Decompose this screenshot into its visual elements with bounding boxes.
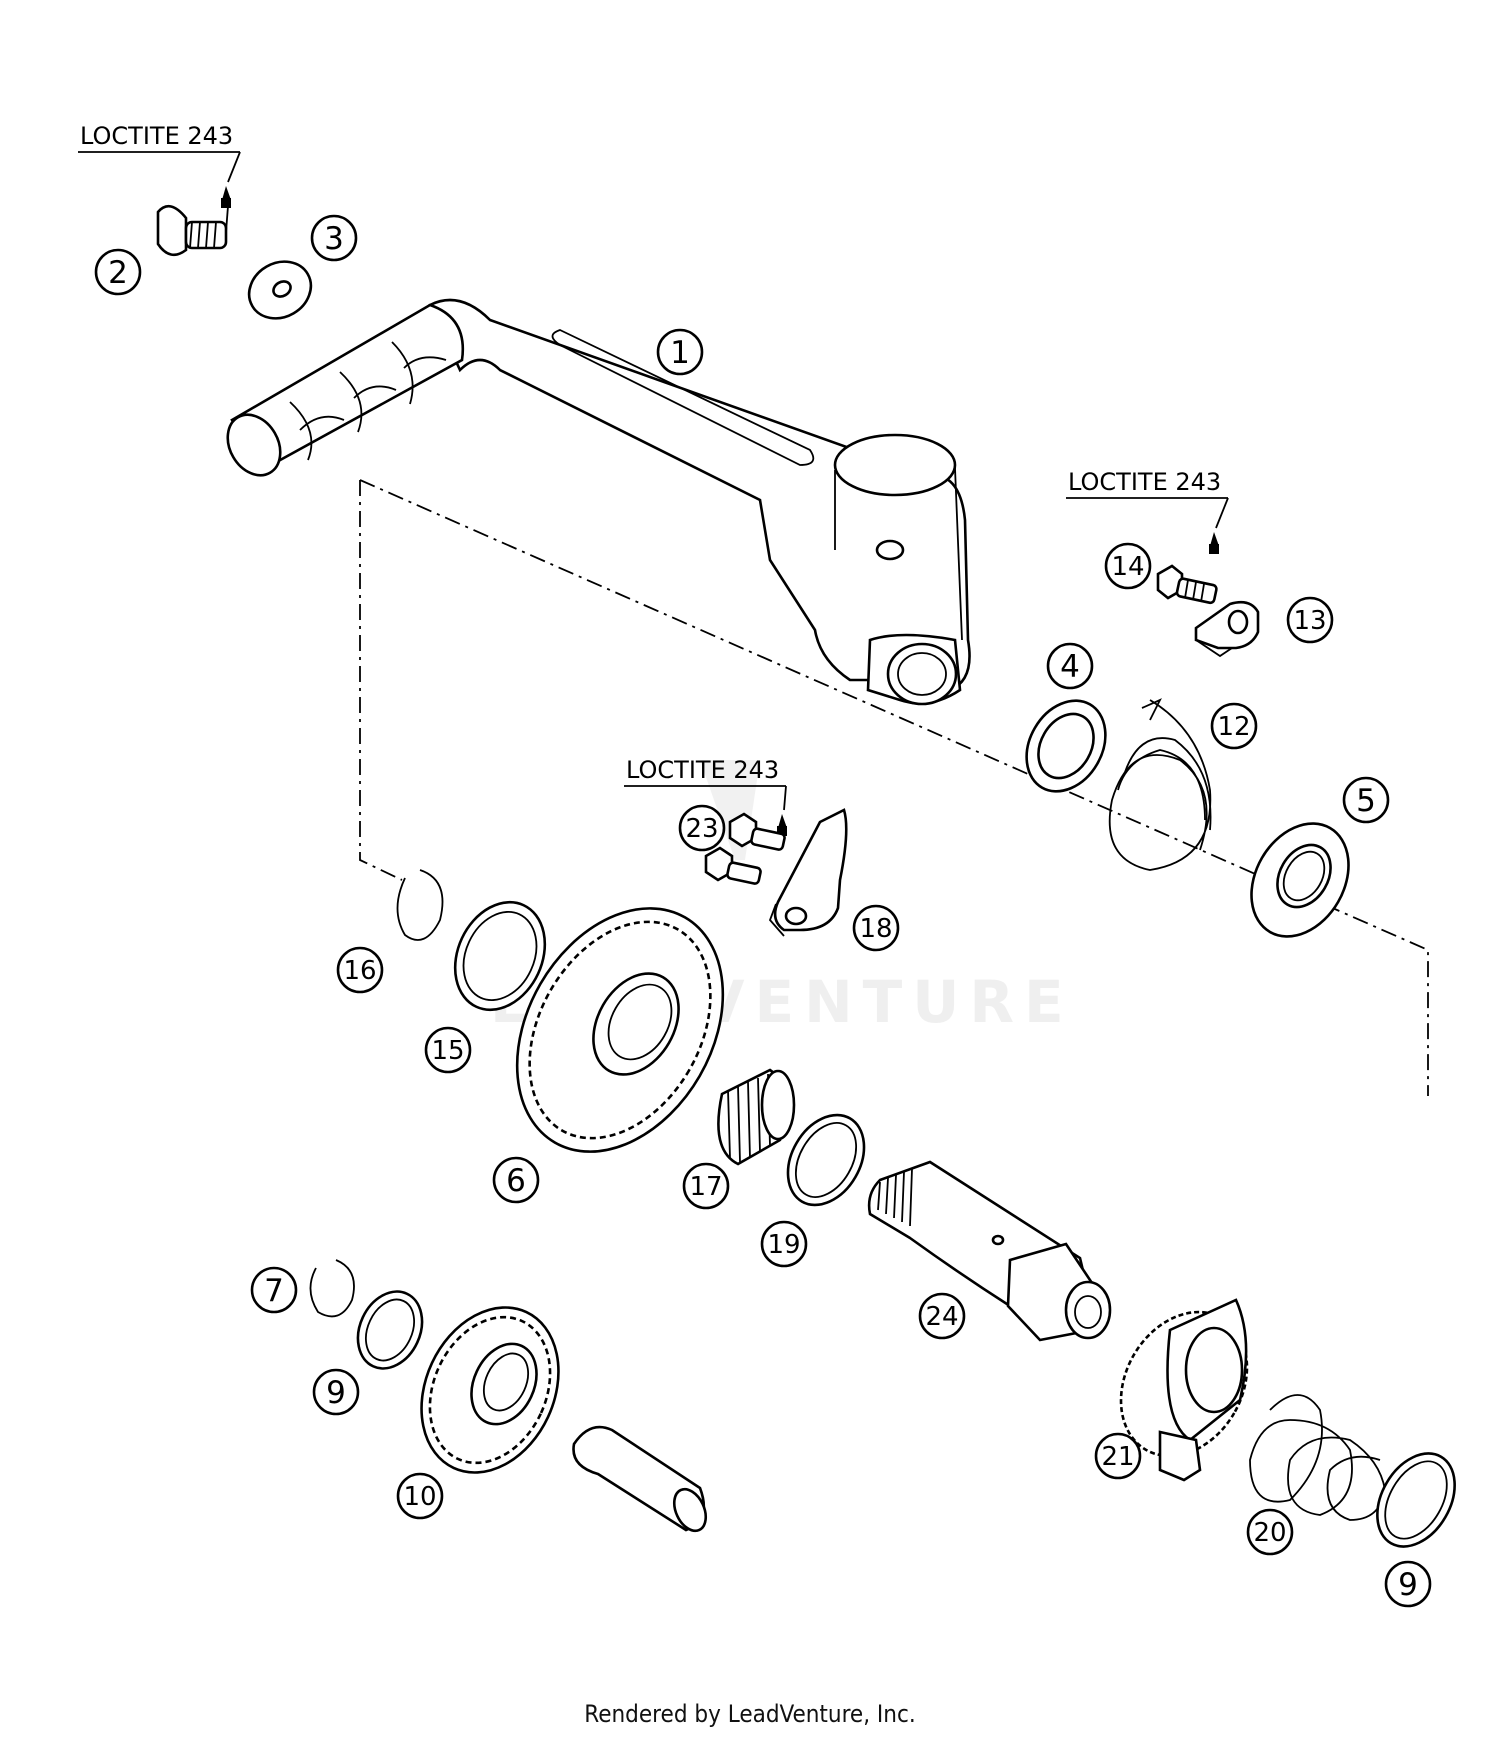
svg-text:15: 15	[431, 1036, 464, 1066]
callout-10: 10	[396, 1472, 444, 1520]
svg-text:1: 1	[670, 335, 690, 371]
svg-text:2: 2	[108, 255, 128, 291]
part-12-spring	[1108, 698, 1212, 871]
svg-text:12: 12	[1217, 712, 1250, 742]
callout-7: 7	[250, 1266, 298, 1314]
svg-text:7: 7	[264, 1273, 284, 1309]
svg-text:9: 9	[1398, 1567, 1418, 1603]
svg-text:10: 10	[403, 1482, 436, 1512]
callout-14: 14	[1104, 542, 1152, 590]
svg-text:16: 16	[343, 956, 376, 986]
callout-2: 2	[94, 248, 142, 296]
callout-16: 16	[336, 946, 384, 994]
svg-text:19: 19	[767, 1230, 800, 1260]
part-24-shaft	[867, 1160, 1112, 1342]
svg-text:23: 23	[685, 814, 718, 844]
callout-15: 15	[424, 1026, 472, 1074]
idler-shaft-pin	[572, 1425, 708, 1533]
part-19-washer	[786, 1113, 866, 1207]
callout-19: 19	[760, 1220, 808, 1268]
callout-1: 1	[656, 328, 704, 376]
part-13-bracket	[1194, 600, 1260, 658]
callout-20: 20	[1246, 1508, 1294, 1556]
callout-9-right: 9	[1384, 1560, 1432, 1608]
svg-text:LOCTITE 243: LOCTITE 243	[1068, 468, 1221, 496]
part-7-circlip	[309, 1259, 355, 1318]
callout-9-left: 9	[312, 1368, 360, 1416]
part-15-washer	[453, 900, 547, 1012]
callout-6: 6	[492, 1156, 540, 1204]
callout-23: 23	[678, 804, 726, 852]
part-10-gear	[420, 1306, 560, 1474]
callout-12: 12	[1210, 702, 1258, 750]
svg-text:18: 18	[859, 914, 892, 944]
callout-5: 5	[1342, 776, 1390, 824]
part-20-spring	[1249, 1394, 1386, 1521]
part-3-washer	[247, 260, 313, 320]
part-17-bearing	[717, 1068, 796, 1166]
svg-text:14: 14	[1111, 552, 1144, 582]
footer-credit: Rendered by LeadVenture, Inc.	[584, 1700, 916, 1728]
svg-text:5: 5	[1356, 783, 1376, 819]
assembly-guide-line	[359, 479, 1429, 1096]
part-5-seal	[1250, 822, 1350, 938]
loctite-note-3: LOCTITE 243	[624, 756, 787, 836]
loctite-note-2: LOCTITE 243	[1066, 468, 1229, 554]
svg-text:4: 4	[1060, 649, 1080, 685]
callout-17: 17	[682, 1162, 730, 1210]
svg-text:9: 9	[326, 1375, 346, 1411]
part-9-washer-left	[356, 1290, 424, 1370]
part-1-kick-lever	[226, 298, 971, 706]
svg-text:17: 17	[689, 1172, 722, 1202]
part-14-bolt	[1156, 564, 1218, 605]
callout-21: 21	[1094, 1432, 1142, 1480]
callout-24: 24	[918, 1292, 966, 1340]
svg-text:24: 24	[925, 1302, 958, 1332]
svg-text:LOCTITE 243: LOCTITE 243	[626, 756, 779, 784]
svg-text:21: 21	[1101, 1442, 1134, 1472]
part-2-screw	[156, 204, 229, 257]
part-23-bolts	[704, 812, 786, 885]
part-21-ratchet	[1119, 1298, 1249, 1482]
svg-text:LOCTITE 243: LOCTITE 243	[80, 122, 233, 150]
callouts: 1 2 3 4 5 6 7 9 10 12 13 14 15 16 17 18 …	[94, 214, 1432, 1608]
part-18-plate	[768, 808, 848, 937]
svg-text:3: 3	[324, 221, 344, 257]
part-9-washer-right	[1376, 1452, 1456, 1548]
callout-4: 4	[1046, 642, 1094, 690]
part-4-washer	[1025, 699, 1107, 793]
part-6-gear	[515, 907, 725, 1153]
loctite-note-1: LOCTITE 243	[78, 122, 241, 208]
callout-3: 3	[310, 214, 358, 262]
callout-18: 18	[852, 904, 900, 952]
callout-13: 13	[1286, 596, 1334, 644]
svg-text:13: 13	[1293, 606, 1326, 636]
part-16-circlip	[396, 869, 444, 941]
svg-text:20: 20	[1253, 1518, 1286, 1548]
svg-text:6: 6	[506, 1163, 526, 1199]
